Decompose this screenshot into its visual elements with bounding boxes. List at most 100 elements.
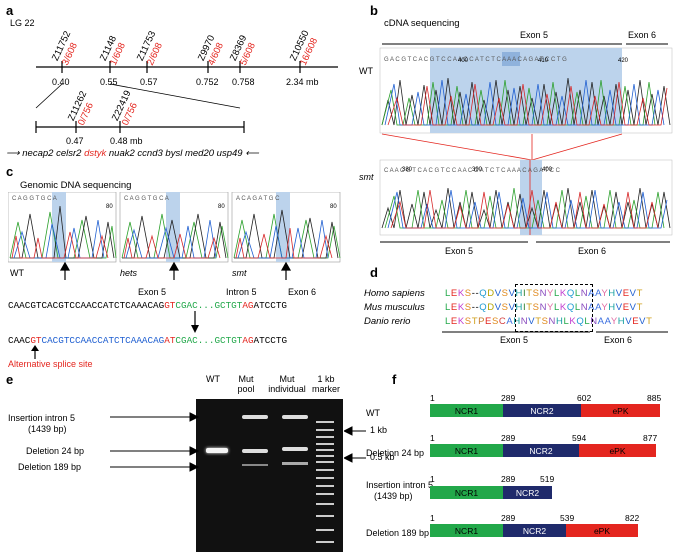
- lane-label-wt: WT: [206, 374, 220, 384]
- seq-segment: AG: [242, 300, 254, 311]
- seq-segment: CACGTCCAACCATCTCAAACAG: [41, 335, 165, 346]
- f-pos: 885: [647, 393, 662, 403]
- exon5-footer: Exon 5: [445, 246, 474, 256]
- seq-segment: CAAC: [8, 335, 31, 346]
- seq-segment: CGAC...GCTGT: [175, 300, 243, 311]
- f-pos: 1: [430, 393, 435, 403]
- seq-segment: ATCCTG: [253, 300, 287, 311]
- gene: med20: [184, 148, 215, 159]
- down-arrow-icon: [191, 311, 199, 333]
- tick-label: 400: [458, 58, 469, 64]
- smt-sequence: CAACGTCACGTCCAACCATCTCAAACAGATCGAC...GCT…: [8, 335, 287, 346]
- map-position: 0.758: [232, 77, 255, 87]
- ladder-band: [316, 443, 334, 445]
- map-position: 2.34 mb: [286, 77, 319, 87]
- panel-e-label: e: [6, 372, 14, 387]
- genomic-chromatograms: C A G G T G C A C A G G T G C A A C A G …: [8, 192, 341, 280]
- ncr1-domain: NCR1: [430, 524, 503, 537]
- f-pos: 877: [643, 433, 658, 443]
- map-position: 0.752: [196, 77, 219, 87]
- epk-domain: ePK: [579, 444, 656, 457]
- smt-label: smt: [359, 172, 374, 182]
- f-pos: 822: [625, 513, 640, 523]
- insertion-label: Insertion intron 5: [8, 413, 76, 423]
- f-pos: 602: [577, 393, 592, 403]
- ladder-band: [316, 493, 334, 495]
- gene: bysl: [165, 148, 183, 159]
- genotype-label-smt: smt: [232, 268, 247, 278]
- gel-image: [196, 399, 343, 552]
- lane-label-pool: Mut pool: [237, 374, 255, 394]
- svg-text:A C A G A T G C: A C A G A T G C: [236, 196, 280, 202]
- svg-text:C A G G T G C A: C A G G T G C A: [12, 196, 57, 202]
- tick-label: 80: [106, 204, 113, 210]
- tick-label: 390: [472, 167, 483, 173]
- f-row-label: Insertion intron 5: [366, 480, 434, 490]
- lane-label-individual: Mut individual: [268, 374, 306, 394]
- f-row-label: WT: [366, 408, 380, 418]
- tick-label: 420: [618, 58, 629, 64]
- exon5-header: Exon 5: [520, 30, 549, 40]
- ncr2-domain: NCR2: [503, 524, 566, 537]
- cdna-chromatograms: G A C G T C A C G T C C A A C C A T C T …: [379, 43, 673, 243]
- f-pos: 289: [501, 433, 516, 443]
- ncr1-domain: NCR1: [430, 486, 503, 499]
- f-row-label: Deletion 24 bp: [366, 448, 425, 458]
- exon6-header: Exon 6: [628, 30, 657, 40]
- ncr2-domain: NCR2: [503, 444, 579, 457]
- species-label: Mus musculus: [364, 302, 425, 313]
- map-position: 0.48 mb: [110, 136, 143, 146]
- ladder-arrows: [344, 426, 366, 463]
- wt-label: WT: [359, 66, 373, 76]
- alt-splice-label: Alternative splice site: [8, 359, 93, 369]
- ncr1-domain: NCR1: [430, 444, 503, 457]
- tick-label: 80: [330, 204, 337, 210]
- alignment-highlight-box: [515, 284, 593, 332]
- tick-label: 380: [402, 167, 413, 173]
- alignment-row: LEKS--QDVSVHITSNYLKQLNAAYHVEVT: [445, 302, 643, 313]
- gel-pointer-arrows: [110, 412, 200, 472]
- ladder-band: [316, 429, 334, 431]
- f-pos: 289: [501, 393, 516, 403]
- seq-segment: ATCCTG: [253, 335, 288, 346]
- ncr2-domain: NCR2: [503, 404, 581, 417]
- gene-list: ⟶ necap2 celsr2 dstyk nuak2 ccnd3 bysl m…: [6, 148, 259, 159]
- map-position: 0.57: [140, 77, 158, 87]
- panel-b-label: b: [370, 3, 378, 18]
- insertion-size: (1439 bp): [28, 424, 67, 434]
- wt-sequence: CAACGTCACGTCCAACCATCTCAAACAGGTCGAC...GCT…: [8, 300, 287, 311]
- d-exon5-label: Exon 5: [500, 335, 529, 345]
- exon5-label: Exon 5: [138, 287, 167, 297]
- gene: usp49: [216, 148, 243, 159]
- deletion189-label: Deletion 189 bp: [18, 462, 82, 472]
- gene: ccnd3: [137, 148, 163, 159]
- ladder-band: [316, 449, 334, 451]
- f-pos: 1: [430, 433, 435, 443]
- left-arrow-icon: ⟶: [6, 148, 20, 159]
- tick-label: 410: [538, 58, 549, 64]
- gene: celsr2: [56, 148, 82, 159]
- map-position: 0.40: [52, 77, 70, 87]
- species-label: Homo sapiens: [364, 288, 425, 299]
- gene: necap2: [22, 148, 54, 159]
- seq-segment: CAACGTCACGTCCAACCATCTCAAACAG: [8, 300, 165, 311]
- ladder-band: [316, 529, 334, 531]
- seq-segment: AG: [242, 335, 254, 346]
- gene-dstyk: dstyk: [84, 148, 107, 159]
- deletion24-label: Deletion 24 bp: [26, 446, 85, 456]
- f-pos: 289: [501, 474, 516, 484]
- ladder-band: [316, 503, 334, 505]
- panel-c-label: c: [6, 164, 14, 179]
- lane-label-marker: 1 kb marker: [311, 374, 340, 394]
- seq-segment: AT: [164, 335, 176, 346]
- map-position: 0.55: [100, 77, 118, 87]
- f-pos: 594: [572, 433, 587, 443]
- genetic-map: [35, 61, 338, 133]
- exon6-footer: Exon 6: [578, 246, 607, 256]
- ladder-band: [316, 515, 334, 517]
- epk-domain: ePK: [581, 404, 660, 417]
- ncr2-domain: NCR2: [503, 486, 552, 499]
- ladder-band: [316, 469, 334, 471]
- tick-label: 400: [542, 167, 553, 173]
